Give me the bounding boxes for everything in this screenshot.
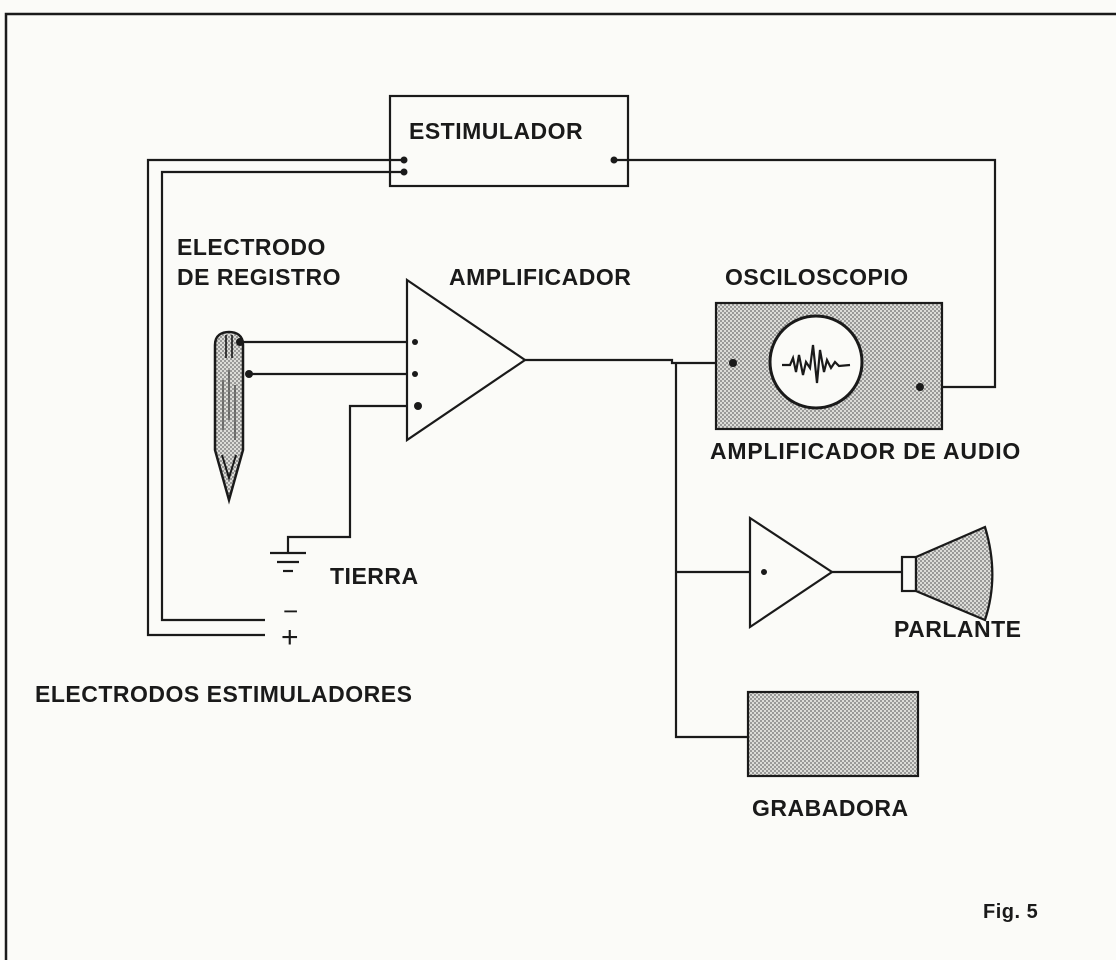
ground-wire: [286, 404, 417, 552]
stimulating-electrodes-label: ELECTRODOS ESTIMULADORES: [35, 681, 413, 707]
osc-input-terminal: [729, 359, 737, 367]
stim-terminal-2: [400, 168, 408, 176]
recording-electrode: [213, 330, 245, 505]
audio-amplifier-label: AMPLIFICADOR DE AUDIO: [710, 438, 1022, 464]
figure-number: Fig. 5: [983, 901, 1039, 923]
recording-electrode-label-line2: DE REGISTRO: [177, 264, 341, 290]
minus-terminal-symbol: −: [283, 596, 299, 626]
stimulus-wire-inner: [160, 170, 402, 622]
recorder-label: GRABADORA: [752, 795, 909, 821]
stimulator-label: ESTIMULADOR: [409, 118, 584, 144]
page-border: [4, 12, 1116, 960]
osc-trigger-terminal: [916, 383, 924, 391]
electrode-terminal-2: [245, 370, 253, 378]
amplifier-label: AMPLIFICADOR: [449, 264, 632, 290]
branch-wire: [674, 363, 748, 739]
stim-terminal-1: [400, 156, 408, 164]
audio-amp-input: [761, 569, 767, 575]
amp-input-ground: [414, 402, 422, 410]
speaker-label: PARLANTE: [894, 616, 1022, 642]
amplifier-output-wire: [525, 358, 733, 365]
speaker-cone: [914, 525, 994, 622]
trigger-wire: [616, 158, 997, 389]
stimulus-wire-outer: [146, 158, 402, 637]
recording-electrode-label-line1: ELECTRODO: [177, 234, 326, 260]
ground-label: TIERRA: [330, 563, 419, 589]
electrode-terminal-1: [236, 338, 244, 346]
oscilloscope-trace: [782, 344, 851, 384]
speaker-magnet: [900, 555, 918, 593]
recorder-box: [746, 690, 920, 778]
plus-terminal-symbol: +: [281, 621, 300, 654]
stim-trigger-terminal: [610, 156, 618, 164]
stimulator-box: [388, 94, 630, 188]
amp-input-1: [412, 339, 418, 345]
recording-electrode-label: ELECTRODO DE REGISTRO: [177, 232, 341, 292]
oscilloscope-screen: [768, 314, 864, 410]
ground-symbol: [270, 551, 306, 573]
amp-input-2: [412, 371, 418, 377]
amplifier-triangle: [405, 277, 527, 443]
oscilloscope-label: OSCILOSCOPIO: [725, 264, 909, 290]
audio-amp-triangle: [748, 515, 834, 630]
